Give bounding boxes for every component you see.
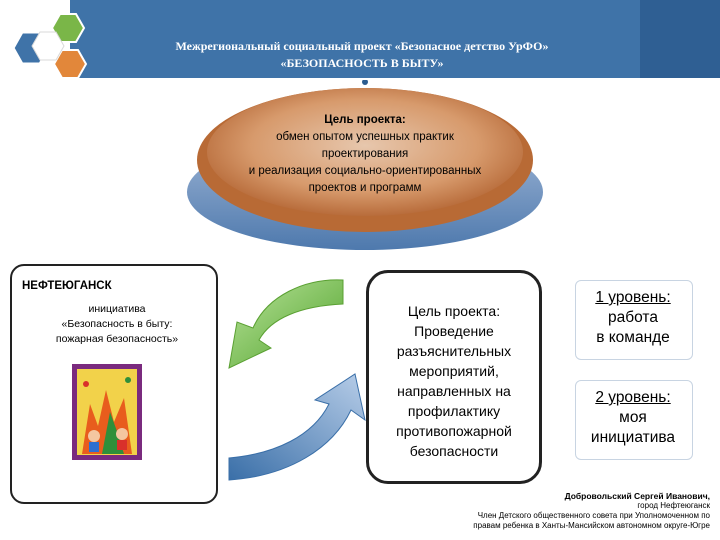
header-title: Межрегиональный социальный проект «Безоп… <box>92 38 632 72</box>
level2-title: 2 уровень: <box>582 388 684 408</box>
header-accent-strip <box>640 0 720 78</box>
author-signature: Добровольский Сергей Иванович, город Неф… <box>420 491 710 531</box>
level2-line3: инициатива <box>582 428 684 448</box>
city-title: НЕФТЕЮГАНСК <box>22 280 222 292</box>
top-goal-line3: и реализация социально-ориентированных <box>215 163 515 180</box>
center-goal-line2: разъяснительных <box>377 341 531 361</box>
header-title-line1: Межрегиональный социальный проект «Безоп… <box>92 38 632 55</box>
center-goal-line6: противопожарной <box>377 421 531 441</box>
author-role-line2: правам ребенка в Ханты-Мансийском автоно… <box>420 521 710 531</box>
center-goal-line7: безопасности <box>377 441 531 461</box>
top-goal-title: Цель проекта: <box>215 112 515 129</box>
level2-line2: моя <box>582 408 684 428</box>
center-goal-panel: Цель проекта: Проведение разъяснительных… <box>366 270 542 484</box>
green-arrow-icon <box>229 280 343 368</box>
header-title-line2: «БЕЗОПАСНОСТЬ В БЫТУ» <box>92 55 632 72</box>
top-goal-line4: проектов и программ <box>215 180 515 197</box>
level1-line3: в команде <box>582 328 684 348</box>
center-goal-title: Цель проекта: <box>377 301 531 321</box>
initiative-line3: пожарная безопасность» <box>32 332 202 347</box>
center-goal-line3: мероприятий, <box>377 361 531 381</box>
center-goal-line5: профилактику <box>377 401 531 421</box>
center-goal-line1: Проведение <box>377 321 531 341</box>
book-cover-image <box>72 364 142 460</box>
initiative-line1: инициатива <box>32 302 202 317</box>
initiative-text: инициатива «Безопасность в быту: пожарна… <box>32 302 202 347</box>
flow-arrows <box>205 240 380 490</box>
blue-arrow-icon <box>229 374 365 480</box>
author-role-line1: Член Детского общественного совета при У… <box>420 511 710 521</box>
hexagon-logo <box>0 0 90 100</box>
top-goal-line1: обмен опытом успешных практик <box>215 129 515 146</box>
top-goal-text: Цель проекта: обмен опытом успешных прак… <box>215 112 515 197</box>
level1-title: 1 уровень: <box>582 288 684 308</box>
center-goal-line4: направленных на <box>377 381 531 401</box>
level1-line2: работа <box>582 308 684 328</box>
center-goal-text: Цель проекта: Проведение разъяснительных… <box>377 301 531 461</box>
author-city: город Нефтеюганск <box>420 501 710 511</box>
top-goal-line2: проектирования <box>215 146 515 163</box>
initiative-line2: «Безопасность в быту: <box>32 317 202 332</box>
author-name: Добровольский Сергей Иванович, <box>420 491 710 501</box>
ellipse-pin <box>362 80 368 85</box>
level2-badge: 2 уровень: моя инициатива <box>582 388 684 448</box>
initiative-panel: НЕФТЕЮГАНСК инициатива «Безопасность в б… <box>10 264 218 504</box>
level1-badge: 1 уровень: работа в команде <box>582 288 684 348</box>
